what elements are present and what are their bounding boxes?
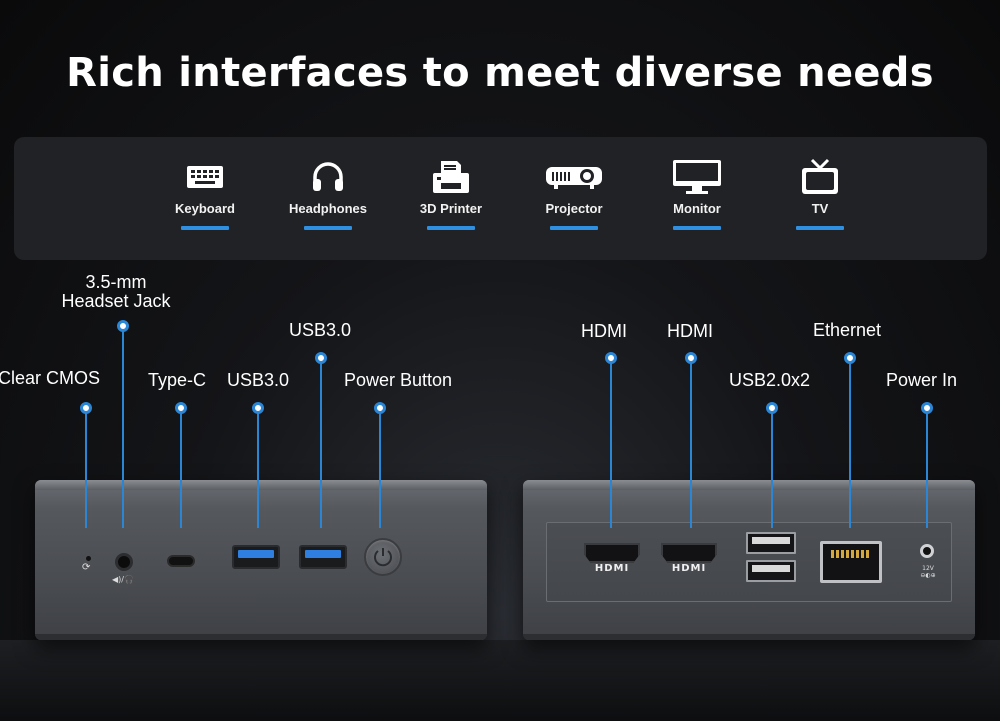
callout-dot-clear-cmos — [80, 402, 92, 414]
label-power-in: Power In — [886, 370, 958, 390]
device-headphones: Headphones — [278, 159, 378, 230]
device-3d-printer: 3D Printer — [401, 159, 501, 230]
device-underline — [673, 226, 721, 230]
callout-dot-usb3-b — [315, 352, 327, 364]
callout-dot-usb2 — [766, 402, 778, 414]
callout-line-ethernet — [849, 358, 851, 528]
usb3-port-2 — [299, 545, 347, 569]
label-headset-jack-line1: 3.5-mm — [85, 272, 147, 292]
callout-line-usb3-a — [257, 408, 259, 528]
label-usb3-a: USB3.0 — [227, 370, 290, 390]
device-label: Headphones — [288, 201, 367, 216]
label-hdmi-1: HDMI — [581, 321, 627, 341]
device-label: Monitor — [673, 201, 721, 216]
keyboard-icon — [155, 159, 255, 195]
callout-dot-usb3-a — [252, 402, 264, 414]
callout-line-usb2 — [771, 408, 773, 528]
callout-dot-power-in — [921, 402, 933, 414]
device-label: Keyboard — [175, 201, 235, 216]
label-headset-jack-line2: Headset Jack — [61, 291, 171, 311]
label-usb3-b: USB3.0 — [289, 320, 352, 340]
callout-dot-headset — [117, 320, 129, 332]
callout-dot-ethernet — [844, 352, 856, 364]
device-underline — [181, 226, 229, 230]
callout-line-power-in — [926, 408, 928, 528]
power-button[interactable] — [364, 538, 402, 576]
projector-icon — [524, 159, 624, 195]
clear-cmos-pinhole — [86, 556, 91, 561]
printer-icon — [401, 159, 501, 195]
callout-line-hdmi-1 — [610, 358, 612, 528]
headset-marking: ◀)/🎧 — [112, 575, 134, 584]
supported-devices-panel: Keyboard Headphones 3D Printer Projector — [14, 137, 987, 260]
device-underline — [304, 226, 352, 230]
callout-line-power-button — [379, 408, 381, 528]
callout-dot-hdmi-1 — [605, 352, 617, 364]
tv-icon — [770, 158, 870, 195]
callout-dot-hdmi-2 — [685, 352, 697, 364]
callout-line-headset — [122, 326, 124, 528]
dc-power-jack — [920, 544, 934, 558]
label-ethernet: Ethernet — [813, 320, 882, 340]
usb2-port-2 — [746, 560, 796, 582]
callout-line-usb3-b — [320, 358, 322, 528]
usb-c-port — [167, 555, 195, 567]
device-monitor: Monitor — [647, 159, 747, 230]
ethernet-port — [820, 541, 882, 583]
power-icon — [374, 548, 392, 567]
device-label: Projector — [545, 201, 603, 216]
callout-line-type-c — [180, 408, 182, 528]
label-clear-cmos: Clear CMOS — [0, 368, 101, 388]
device-underline — [550, 226, 598, 230]
label-usb2: USB2.0x2 — [729, 370, 811, 390]
callout-dot-power-button — [374, 402, 386, 414]
usb2-port-1 — [746, 532, 796, 554]
callout-dot-type-c — [175, 402, 187, 414]
device-label: TV — [811, 201, 829, 216]
dc-marking: 12V ⊖◐⊕ — [920, 565, 936, 579]
callout-line-clear-cmos — [85, 408, 87, 528]
label-type-c: Type-C — [148, 370, 207, 390]
device-label: 3D Printer — [419, 201, 483, 216]
headphones-icon — [278, 159, 378, 195]
device-underline — [427, 226, 475, 230]
monitor-icon — [647, 159, 747, 195]
label-hdmi-2: HDMI — [667, 321, 713, 341]
device-tv: TV — [770, 158, 870, 230]
device-projector: Projector — [524, 159, 624, 230]
floor-shadow — [0, 640, 1000, 721]
label-power-button: Power Button — [344, 370, 453, 390]
hdmi-port-2: HDMI — [661, 543, 717, 574]
reset-icon: ⟳ — [82, 562, 91, 573]
device-keyboard: Keyboard — [155, 159, 255, 230]
usb3-port-1 — [232, 545, 280, 569]
headset-jack-port — [115, 553, 133, 571]
hdmi-logo: HDMI — [594, 563, 630, 574]
callout-line-hdmi-2 — [690, 358, 692, 528]
page-headline: Rich interfaces to meet diverse needs — [66, 50, 934, 96]
hdmi-port-1: HDMI — [584, 543, 640, 574]
hdmi-logo: HDMI — [671, 563, 707, 574]
device-underline — [796, 226, 844, 230]
